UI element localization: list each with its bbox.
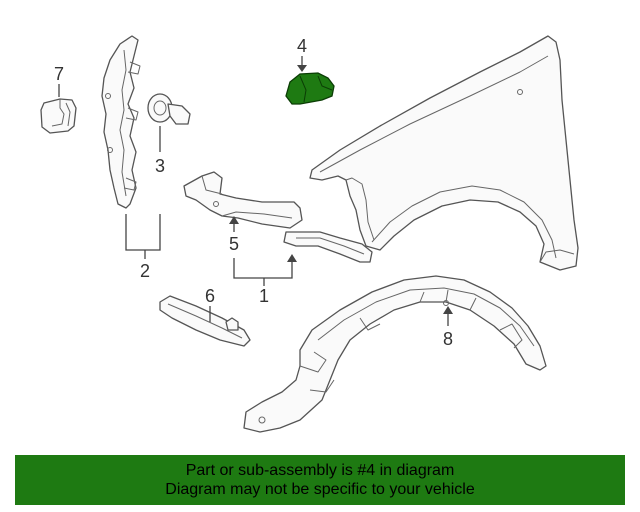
part-3-grommet[interactable] bbox=[147, 93, 191, 125]
leader-arrow-1 bbox=[287, 254, 297, 262]
part-7-clip[interactable] bbox=[40, 98, 77, 134]
banner-line-1: Part or sub-assembly is #4 in diagram bbox=[185, 462, 455, 479]
leader-arrow-4 bbox=[297, 65, 307, 72]
callout-3: 3 bbox=[155, 156, 165, 176]
leader-bracket-1 bbox=[233, 258, 293, 279]
callout-7: 7 bbox=[54, 64, 64, 84]
info-banner: Part or sub-assembly is #4 in diagram Di… bbox=[15, 455, 625, 505]
callout-6: 6 bbox=[205, 286, 215, 306]
leader-arrow-5 bbox=[229, 216, 239, 224]
callout-5: 5 bbox=[229, 234, 239, 254]
part-8-fender-liner[interactable] bbox=[243, 275, 547, 433]
fender-panel bbox=[309, 35, 579, 271]
parts-diagram: 7 2 3 4 5 bbox=[40, 35, 579, 433]
callout-4: 4 bbox=[297, 36, 307, 56]
leader-bracket-2 bbox=[125, 214, 161, 251]
part-2-bracket[interactable] bbox=[101, 35, 141, 209]
part-1-bracket[interactable] bbox=[283, 231, 373, 263]
leader-arrow-8 bbox=[443, 306, 453, 314]
callout-2: 2 bbox=[140, 261, 150, 281]
part-5-bracket[interactable] bbox=[183, 171, 303, 229]
callout-8: 8 bbox=[443, 329, 453, 349]
part-6-strip[interactable] bbox=[159, 295, 251, 347]
banner-line-2: Diagram may not be specific to your vehi… bbox=[165, 481, 475, 498]
part-4-highlighted[interactable] bbox=[285, 72, 335, 105]
callout-1: 1 bbox=[259, 286, 269, 306]
